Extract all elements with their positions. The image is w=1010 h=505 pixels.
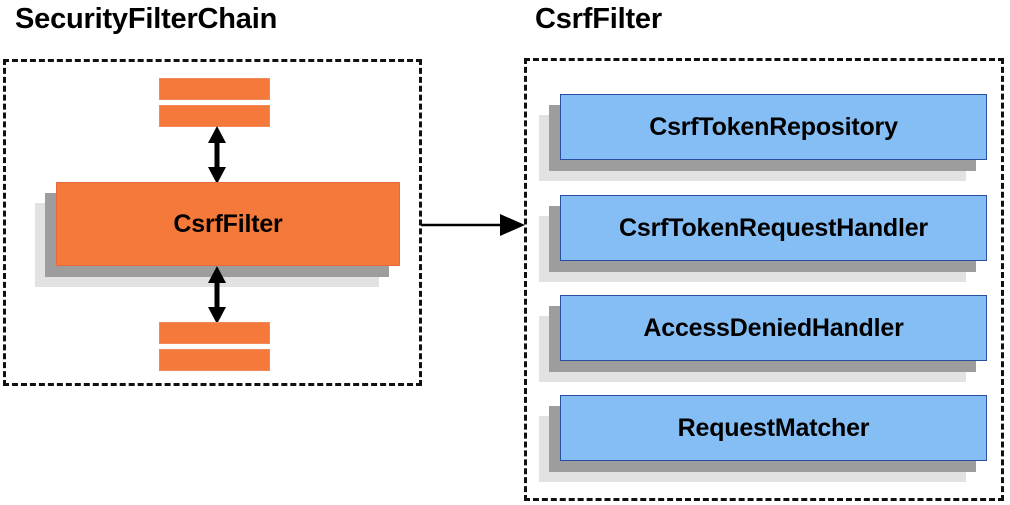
box-face: AccessDeniedHandler [560, 295, 987, 361]
box-face: RequestMatcher [560, 395, 987, 461]
box-csrf-token-request-handler[interactable]: CsrfTokenRequestHandler [539, 195, 987, 282]
box-request-matcher[interactable]: RequestMatcher [539, 395, 987, 482]
box-label-access-denied-handler: AccessDeniedHandler [643, 313, 904, 342]
box-csrf-filter[interactable]: CsrfFilter [35, 182, 400, 287]
filter-bar-bottom-2 [159, 349, 270, 371]
box-face: CsrfTokenRepository [560, 94, 987, 160]
box-csrf-token-repository[interactable]: CsrfTokenRepository [539, 94, 987, 181]
panel-title-csrf-filter: CsrfFilter [535, 3, 662, 35]
box-label-csrf-filter: CsrfFilter [173, 209, 283, 238]
filter-bar-bottom-1 [159, 322, 270, 344]
box-label-request-matcher: RequestMatcher [677, 413, 870, 442]
box-access-denied-handler[interactable]: AccessDeniedHandler [539, 295, 987, 382]
box-label-csrf-token-repository: CsrfTokenRepository [649, 112, 898, 141]
arrow-chain-to-detail [421, 214, 525, 236]
panel-title-security-filter-chain: SecurityFilterChain [15, 3, 278, 35]
filter-bar-top-1 [159, 78, 270, 100]
filter-bar-top-2 [159, 105, 270, 127]
arrow-top-bidirectional [208, 126, 226, 184]
box-face: CsrfFilter [56, 182, 400, 266]
panel-csrf-filter [524, 58, 1004, 501]
box-label-csrf-token-request-handler: CsrfTokenRequestHandler [619, 213, 928, 242]
box-face: CsrfTokenRequestHandler [560, 195, 987, 261]
arrow-bottom-bidirectional [208, 266, 226, 324]
panel-security-filter-chain [3, 59, 422, 386]
